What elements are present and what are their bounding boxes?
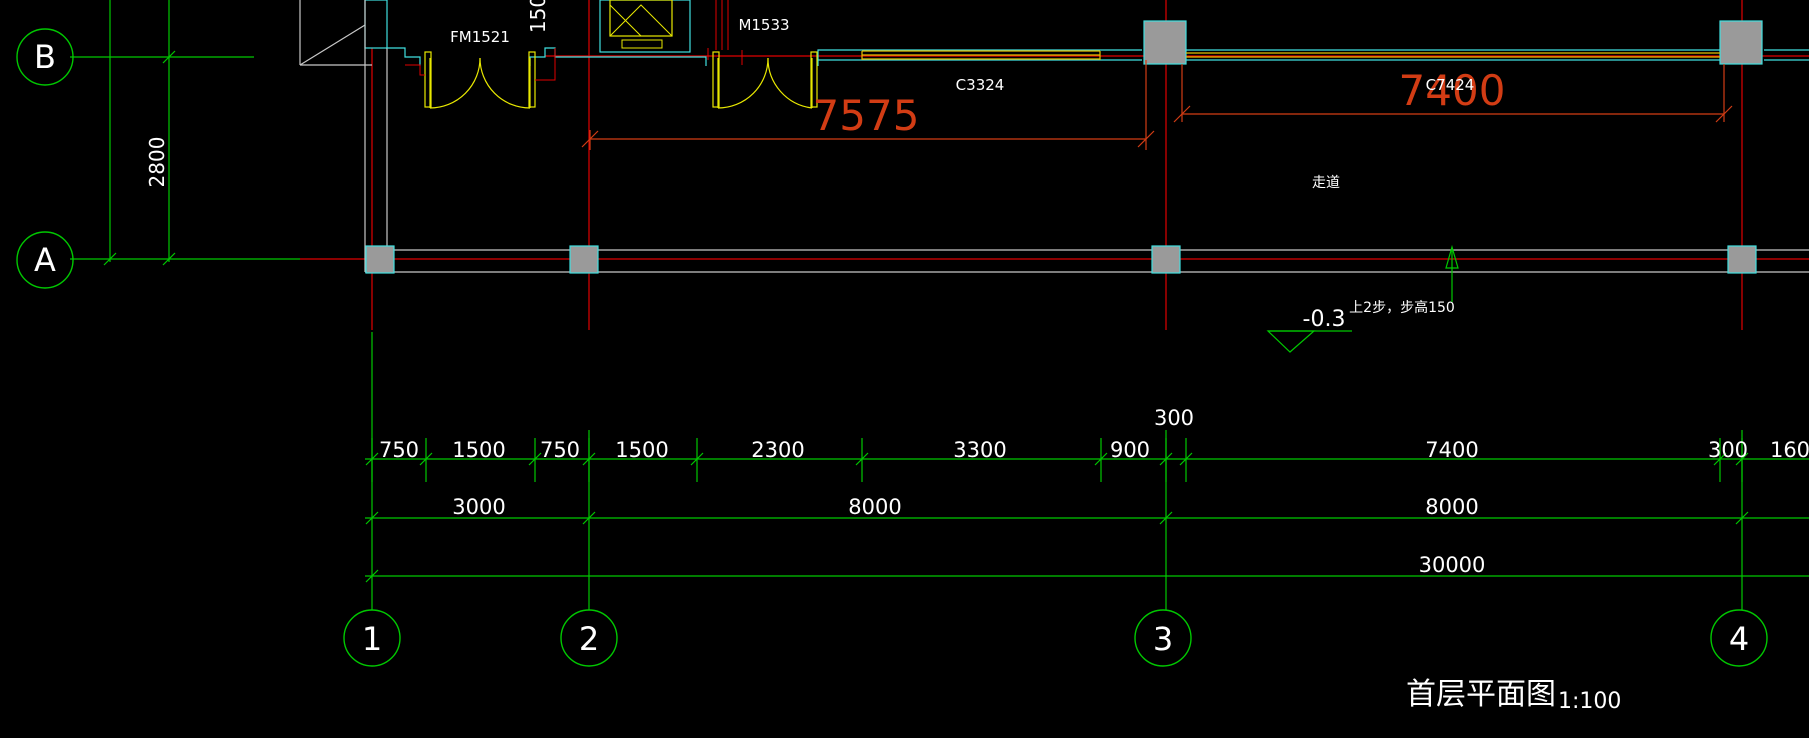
- drawing-scale: 1:100: [1558, 689, 1621, 714]
- red-dimension-lines: [581, 60, 1733, 150]
- column-axis-bubbles: [343, 609, 1768, 667]
- label-steps: 上2步，步高150: [1349, 299, 1455, 316]
- axis-bubble-2: [560, 609, 618, 667]
- elevator-sill: [621, 39, 663, 49]
- label-elevation: -0.3: [1303, 307, 1346, 332]
- dim-seg-6: 3300: [953, 438, 1006, 462]
- label-m1533: M1533: [738, 16, 789, 34]
- columns: [365, 20, 1763, 274]
- elevator-cross: [609, 4, 673, 37]
- walls: [299, 0, 1809, 273]
- axis-label-3: 3: [1153, 620, 1173, 658]
- axis-label-2: 2: [579, 620, 599, 658]
- step-arrow: [1445, 244, 1459, 302]
- axis-bubble-4: [1710, 609, 1768, 667]
- axis-bubble-3: [1134, 609, 1192, 667]
- dim-seg-3: 750: [540, 438, 580, 462]
- axis-bubble-A: [16, 231, 74, 289]
- dim-span-1: 3000: [452, 495, 505, 519]
- dim-seg-11: 160: [1770, 438, 1809, 462]
- column-B3: [1143, 20, 1187, 65]
- column-A3: [1151, 245, 1181, 274]
- windows: [861, 50, 1720, 60]
- dim-seg-7: 900: [1110, 438, 1150, 462]
- axis-label-B: B: [34, 38, 56, 76]
- detail-dimension-texts: 750 1500 750 1500 2300 3300 900 300 7400…: [379, 406, 1809, 462]
- dim-seg-9: 7400: [1425, 438, 1478, 462]
- dim-seg-5: 2300: [751, 438, 804, 462]
- label-150-vertical: 150: [526, 0, 550, 33]
- dim-7400-red: 7400: [1399, 66, 1506, 115]
- column-A2: [569, 245, 599, 274]
- axis-dimension-texts: 3000 8000 8000 30000: [452, 495, 1485, 577]
- stair-wall: [299, 0, 372, 66]
- left-column-top: [364, 0, 388, 49]
- elevation-mark: [1266, 330, 1352, 353]
- label-fm1521: FM1521: [450, 28, 510, 46]
- axis-bubble-B: [16, 28, 74, 86]
- dim-span-3: 8000: [1425, 495, 1478, 519]
- column-A1: [365, 245, 395, 274]
- label-c3324: C3324: [956, 76, 1005, 94]
- dim-overall: 30000: [1419, 553, 1486, 577]
- vertical-dimension: [70, 0, 300, 266]
- axis-bubble-1: [343, 609, 401, 667]
- dim-2800: 2800: [145, 137, 169, 188]
- axis-label-A: A: [34, 241, 56, 279]
- row-axis-bubbles: [16, 28, 74, 289]
- dim-seg-1: 750: [379, 438, 419, 462]
- axis-label-4: 4: [1729, 620, 1749, 658]
- dim-span-2: 8000: [848, 495, 901, 519]
- door-detail-red: [405, 0, 743, 81]
- column-B4: [1719, 20, 1763, 65]
- dim-seg-10: 300: [1708, 438, 1748, 462]
- left-vertical-wall: [364, 0, 388, 272]
- axis-label-1: 1: [362, 620, 382, 658]
- doors: [424, 51, 818, 109]
- dim-seg-4: 1500: [615, 438, 668, 462]
- label-corridor: 走道: [1312, 175, 1340, 191]
- elevator-shaft: [599, 0, 691, 53]
- drawing-title: 首层平面图: [1406, 677, 1556, 712]
- column-A4: [1727, 245, 1757, 274]
- dim-7575: 7575: [813, 91, 920, 140]
- dimension-chains: [365, 332, 1809, 610]
- dim-seg-2: 1500: [452, 438, 505, 462]
- label-c7424: C7424: [1426, 76, 1475, 94]
- top-wall: [387, 47, 1809, 66]
- dim-seg-8: 300: [1154, 406, 1194, 430]
